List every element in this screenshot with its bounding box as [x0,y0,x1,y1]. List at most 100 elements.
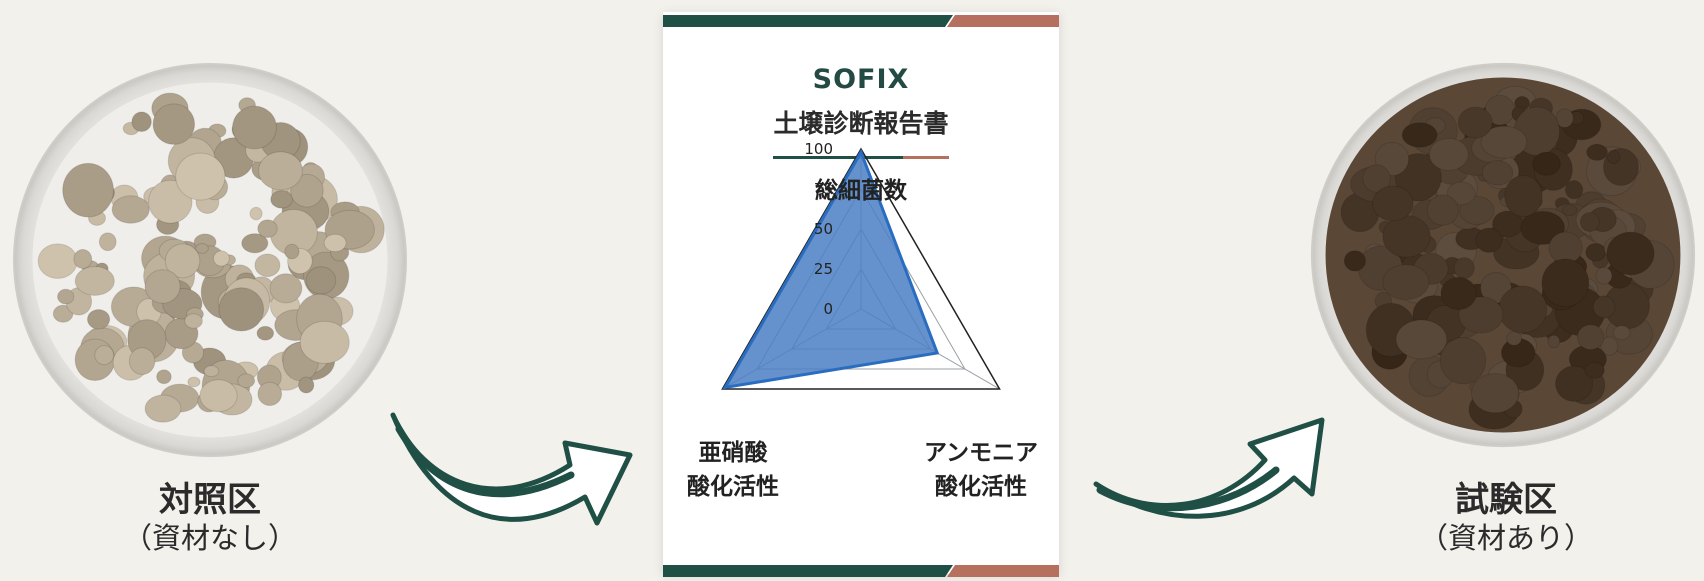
soil-clump [284,243,300,260]
soil-clump [1555,365,1594,402]
soil-clump [1459,195,1495,226]
soil-clump [37,243,78,279]
soil-clump [1592,295,1616,319]
soil-clump [203,365,220,378]
soil-clump [323,233,347,253]
radar-axis-label: アンモニア [924,440,1038,466]
soil-clump [1600,336,1619,356]
soil-clump [62,162,114,218]
soil-clump [1471,373,1520,414]
soil-clump [184,313,203,329]
soil-clump [249,206,263,221]
soil-clump [232,105,277,150]
soil-clump [1585,242,1607,262]
soil-clump [1579,212,1600,233]
soil-clump [1595,266,1613,285]
soil-clump [1475,227,1503,253]
radar-tick-label: 75 [814,180,833,198]
control-subtitle: （資材なし） [122,521,297,555]
soil-clump [241,233,269,254]
soil-clump [254,253,281,278]
soil-clump [1606,231,1655,276]
test-title: 試験区 [1455,480,1557,520]
test-soil-dish [1310,62,1696,448]
soil-clump [1506,331,1522,346]
soil-clump [1362,164,1391,193]
left-curved-arrow-icon [390,412,633,526]
soil-clump [1547,334,1561,349]
soil-clump [1457,106,1493,139]
soil-clump [1428,137,1469,171]
report-title: 土壌診断報告書 [773,109,949,138]
soil-clump [269,273,303,304]
soil-clump [257,219,278,238]
radar-max-outline [721,147,1001,390]
soil-clump [1576,324,1605,351]
soil-clump [1606,149,1621,165]
soil-clump [156,369,172,385]
soil-clump [1498,285,1548,334]
soil-clump [128,347,156,376]
soil-clump [1426,194,1459,226]
radar-tick-label: 0 [823,300,833,318]
soil-clump [131,111,152,132]
soil-clump [52,304,74,323]
soil-clump [298,376,315,394]
soil-clump [111,195,150,224]
radar-axis-label: 亜硝酸 [699,440,769,466]
soil-clump [1555,108,1574,129]
soil-clump [1480,125,1528,159]
soil-clump [1440,276,1477,311]
radar-series-area [722,148,940,390]
control-soil-dish [13,63,407,457]
radar-axis-label: 酸化活性 [935,473,1027,500]
soil-clump [144,269,181,304]
soil-clump [1372,185,1414,222]
soil-clump [1520,210,1566,245]
soil-clump [212,250,230,267]
soil-clump [1382,215,1431,258]
right-curved-arrow-icon [1093,417,1325,519]
report-brand: SOFIX [812,64,910,95]
title-underline [773,144,949,159]
soil-clump [94,345,115,366]
soil-clump [1395,319,1448,360]
soil-clump [218,287,265,332]
radar-axis-label: 総細菌数 [815,177,908,204]
soil-clump [1584,361,1605,379]
test-subtitle: （資材あり） [1418,521,1593,555]
soil-clump [175,152,226,201]
radar-axis-label: 酸化活性 [687,473,779,500]
soil-clump [1612,325,1631,341]
bottom-stripe [663,562,1059,577]
soil-clump [1343,250,1367,272]
soil-clump [1586,143,1608,161]
soil-clump [1564,180,1584,200]
radar-tick-label: 100 [804,140,833,158]
soil-clump [164,243,201,279]
soil-clump [256,325,275,341]
control-title: 対照区 [159,480,261,520]
radar-tick-label: 50 [814,220,833,238]
soil-clump [195,242,209,254]
soil-clump [1453,257,1475,279]
soil-clump [73,248,93,269]
soil-clump [1458,296,1504,334]
soil-clump [57,288,75,305]
control-caption: 対照区 （資材なし） [110,480,310,556]
soil-clump [237,373,256,389]
soil-clump [1541,258,1590,308]
soil-clump [74,266,115,296]
soil-clump [1532,151,1561,176]
soil-clump [305,266,337,295]
soil-clump [257,381,283,407]
soil-clump [1382,263,1430,301]
radar-tick-label: 25 [814,260,833,278]
soil-clump [1446,181,1476,206]
soil-report-card: SOFIX 土壌診断報告書 0 25 50 75 100 総細菌数アンモニア酸化活性 亜硝酸… [663,12,1059,577]
soil-clump [187,376,201,388]
soil-clump [290,173,324,208]
soil-clump [1439,336,1487,385]
soil-clump [98,232,117,252]
